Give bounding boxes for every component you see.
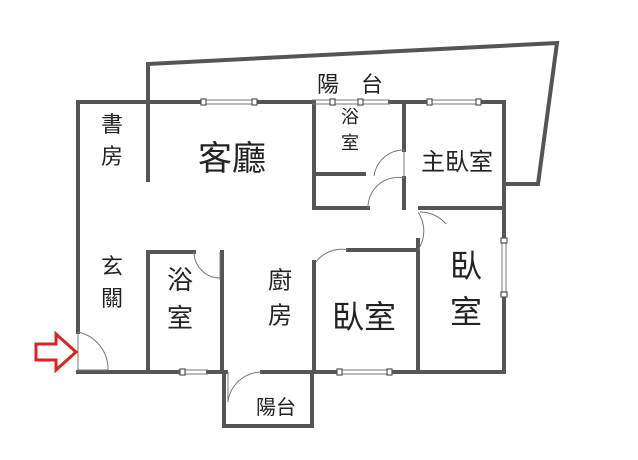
balcony-outline xyxy=(146,40,560,186)
room-bedroom-right: 臥室 xyxy=(450,247,482,331)
label-line: 室 xyxy=(341,133,359,154)
doors xyxy=(77,149,447,403)
room-study: 書房 xyxy=(101,113,123,170)
room-bath-top: 浴室 xyxy=(341,107,359,154)
label-line: 玄 xyxy=(101,255,123,280)
label-line: 浴 xyxy=(167,266,193,296)
label-line: 室 xyxy=(450,293,482,331)
label-line: 浴 xyxy=(341,107,359,128)
room-kitchen: 廚房 xyxy=(268,267,292,330)
label-line: 室 xyxy=(167,304,193,334)
walls xyxy=(76,100,506,428)
label-line: 書 xyxy=(101,113,123,138)
label-line: 房 xyxy=(101,145,123,170)
label-line: 臥 xyxy=(450,247,482,285)
entrance-arrow-icon xyxy=(34,330,79,374)
label-line: 房 xyxy=(268,301,292,329)
room-master-bedroom: 主臥室 xyxy=(421,148,493,176)
label-line: 廚 xyxy=(268,267,292,295)
room-entry: 玄關 xyxy=(101,255,123,312)
label-line: 關 xyxy=(101,287,123,312)
room-bath-left: 浴室 xyxy=(167,266,193,334)
room-bedroom-mid: 臥室 xyxy=(332,298,396,336)
room-balcony-bottom: 陽台 xyxy=(256,395,296,419)
room-balcony-top: 陽 台 xyxy=(317,73,383,98)
room-living: 客廳 xyxy=(198,139,266,179)
windows xyxy=(178,98,508,376)
